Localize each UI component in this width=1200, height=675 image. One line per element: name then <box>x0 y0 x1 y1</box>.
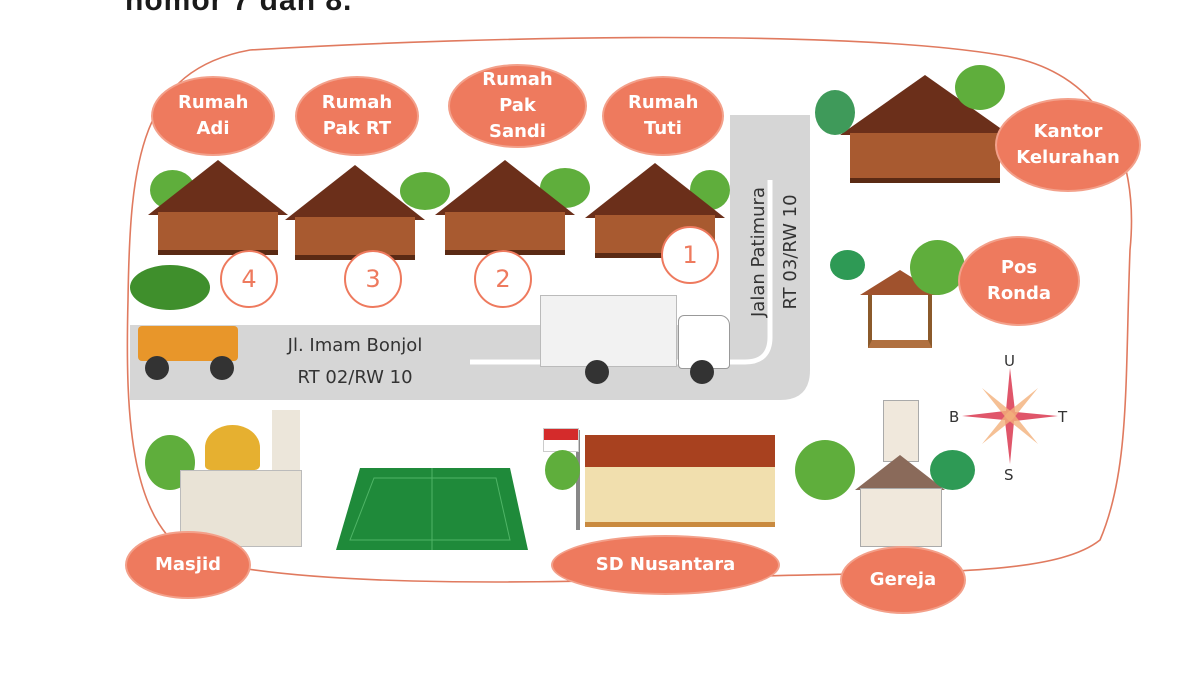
label-gereja: Gereja <box>842 548 964 612</box>
tree <box>910 240 965 295</box>
mosque <box>180 410 305 547</box>
house-pak-sandi <box>435 160 575 255</box>
tree <box>815 90 855 135</box>
label-pos-ronda: Pos Ronda <box>960 238 1078 324</box>
church <box>855 400 945 547</box>
road-label-imam-bonjol: Jl. Imam Bonjol RT 02/RW 10 <box>287 335 423 388</box>
bush <box>130 265 210 310</box>
compass-south: S <box>1004 466 1014 484</box>
tree <box>930 450 975 490</box>
house-number-3: 3 <box>344 250 402 308</box>
jeep <box>130 318 240 380</box>
label-masjid: Masjid <box>127 533 249 597</box>
house-number-1: 1 <box>661 226 719 284</box>
tree <box>955 65 1005 110</box>
label-rumah-pak-sandi: Rumah Pak Sandi <box>450 66 585 146</box>
flagpole <box>576 430 580 530</box>
label-rumah-tuti: Rumah Tuti <box>604 78 722 154</box>
house-number-4: 4 <box>220 250 278 308</box>
flag-icon <box>543 428 579 452</box>
heading-fragment: nomor 7 dan 8. <box>125 0 353 17</box>
tree <box>795 440 855 500</box>
road-label-patimura: Jalan Patimura RT 03/RW 10 <box>748 187 801 318</box>
compass-west: B <box>949 408 960 426</box>
truck <box>540 290 730 385</box>
house-pak-rt <box>285 165 425 260</box>
house-number-2: 2 <box>474 250 532 308</box>
tree <box>830 250 865 280</box>
tree <box>545 450 580 490</box>
school-building <box>585 435 775 527</box>
compass-north: U <box>1004 352 1015 370</box>
label-rumah-adi: Rumah Adi <box>153 78 273 154</box>
label-rumah-pak-rt: Rumah Pak RT <box>297 78 417 154</box>
house-adi <box>148 160 288 255</box>
label-sd-nusantara: SD Nusantara <box>553 537 778 593</box>
compass-rose-icon <box>962 368 1058 464</box>
compass-east: T <box>1058 408 1068 426</box>
label-kantor-kelurahan: Kantor Kelurahan <box>997 100 1139 190</box>
